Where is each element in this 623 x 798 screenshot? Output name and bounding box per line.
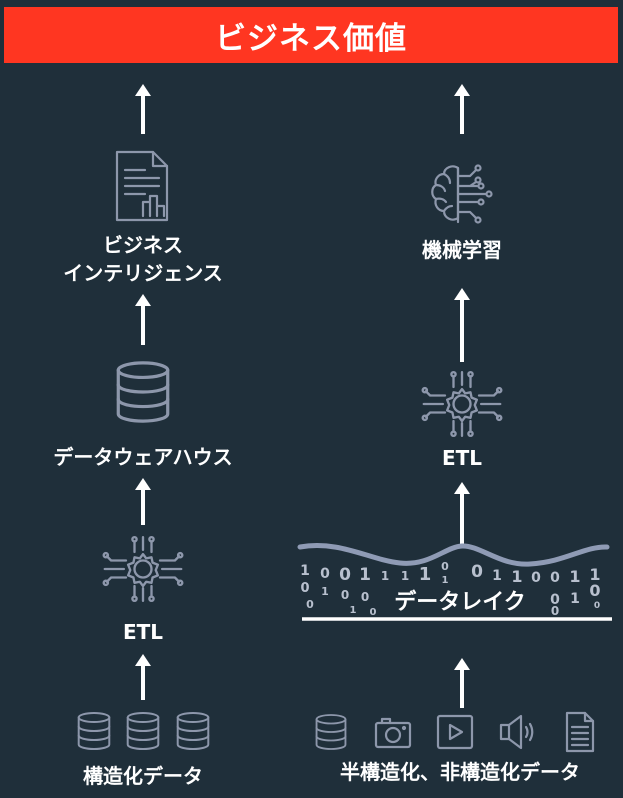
arrow-right-3 bbox=[454, 482, 470, 548]
database-icon bbox=[116, 361, 170, 423]
binary-digit: 1 bbox=[570, 591, 580, 607]
binary-digit: 1 bbox=[359, 565, 371, 585]
arrow-right-2 bbox=[454, 288, 470, 362]
business-value-banner: ビジネス価値 bbox=[4, 7, 618, 63]
chip-icon bbox=[102, 535, 184, 603]
binary-digit: 0 bbox=[341, 588, 349, 602]
bi-label-line1: ビジネス bbox=[103, 233, 183, 257]
data-lake-wave bbox=[297, 543, 610, 567]
binary-digit: 0 bbox=[306, 598, 314, 611]
report-icon bbox=[115, 150, 169, 222]
binary-digit: 1 bbox=[442, 575, 449, 586]
binary-digit: 0 bbox=[300, 581, 309, 596]
binary-digit: 1 bbox=[350, 605, 357, 616]
brain-icon bbox=[431, 164, 493, 224]
binary-digit: 0 bbox=[370, 607, 377, 618]
etl-label-right: ETL bbox=[441, 446, 483, 470]
binary-digit: 1 bbox=[321, 585, 329, 598]
binary-digit: 0 bbox=[339, 565, 351, 585]
arrow-left-1 bbox=[135, 84, 151, 134]
semi-unstructured-data-label: 半構造化、非構造化データ bbox=[340, 760, 580, 784]
binary-digit: 0 bbox=[361, 590, 369, 604]
arrow-left-3 bbox=[135, 478, 151, 525]
binary-digit: 0 bbox=[550, 592, 560, 608]
binary-digit: 0 bbox=[551, 604, 559, 618]
chip-icon bbox=[421, 370, 503, 438]
arrow-right-1 bbox=[454, 84, 470, 134]
camera-icon bbox=[374, 717, 412, 749]
binary-digit: 1 bbox=[589, 565, 600, 584]
binary-digit: 0 bbox=[471, 562, 483, 582]
binary-digit: 1 bbox=[569, 567, 580, 586]
binary-digit: 1 bbox=[419, 564, 432, 585]
binary-digit: 0 bbox=[320, 566, 330, 582]
structured-data-label: 構造化データ bbox=[83, 764, 203, 788]
binary-digit: 1 bbox=[401, 569, 409, 583]
speaker-icon bbox=[499, 714, 534, 750]
binary-digit: 0 bbox=[531, 570, 541, 586]
binary-digit: 0 bbox=[441, 560, 449, 573]
machine-learning-label: 機械学習 bbox=[422, 238, 502, 262]
binary-digit: 0 bbox=[589, 581, 600, 600]
binary-digit: 1 bbox=[381, 569, 389, 583]
data-warehouse-label: データウェアハウス bbox=[53, 445, 233, 469]
database-icon bbox=[126, 711, 160, 751]
video-play-icon bbox=[436, 714, 474, 750]
document-icon bbox=[565, 711, 595, 753]
arrow-left-2 bbox=[135, 294, 151, 345]
binary-digit: 0 bbox=[550, 570, 560, 586]
binary-digit: 1 bbox=[511, 567, 522, 586]
binary-digit: 0 bbox=[594, 601, 600, 611]
binary-digit: 1 bbox=[492, 568, 502, 584]
arrow-left-4 bbox=[135, 654, 151, 700]
database-icon bbox=[77, 711, 111, 751]
etl-label-left: ETL bbox=[122, 620, 164, 644]
data-lake-label: データレイク bbox=[394, 590, 526, 615]
arrow-right-4 bbox=[454, 658, 470, 708]
bi-label-line2: インテリジェンス bbox=[63, 261, 223, 285]
database-icon bbox=[315, 714, 347, 750]
database-icon bbox=[176, 711, 210, 751]
banner-title: ビジネス価値 bbox=[215, 20, 407, 57]
binary-digit: 1 bbox=[300, 563, 310, 579]
